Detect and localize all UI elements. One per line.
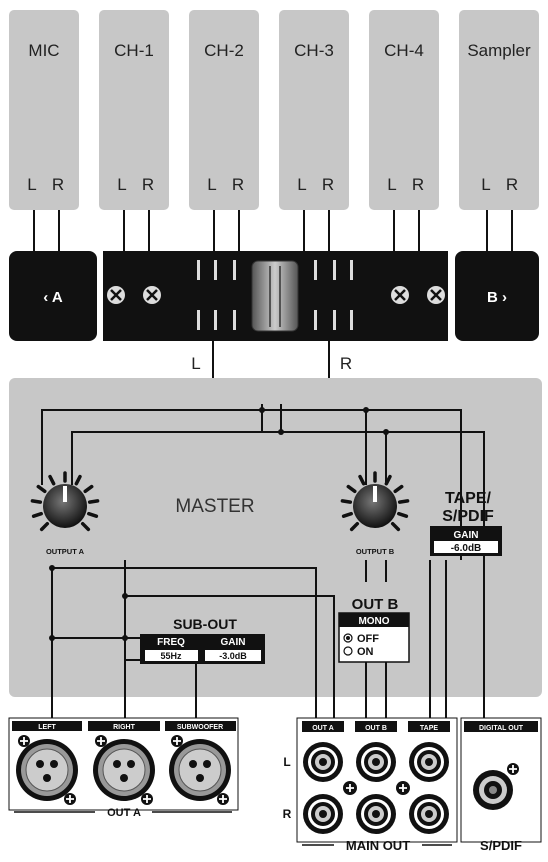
screw-icon: [507, 763, 519, 775]
source-label-mic: MIC: [28, 41, 59, 60]
output-a-label: OUTPUT A: [46, 547, 85, 556]
fader-scale-marks: [197, 260, 353, 330]
source-label-sampler: Sampler: [467, 41, 531, 60]
rca-out-b-r-jack[interactable]: [356, 794, 396, 834]
screw-icon: [343, 781, 357, 795]
screw-icon: [18, 735, 30, 747]
sub-out-title: SUB-OUT: [173, 616, 237, 632]
spdif-jack[interactable]: [473, 770, 513, 810]
source-right-label: R: [142, 175, 154, 194]
main-out-label: MAIN OUT: [346, 838, 410, 853]
source-lines: [33, 210, 513, 251]
source-right-label: R: [52, 175, 64, 194]
source-left-label: L: [297, 175, 306, 194]
crossfader-knob[interactable]: [251, 260, 299, 332]
rca-out-b-l-jack[interactable]: [356, 742, 396, 782]
output-b-knob[interactable]: [340, 471, 410, 532]
xlr-left-jack[interactable]: [16, 739, 78, 801]
source-box-ch1: CH-1 L R: [99, 10, 169, 210]
tape-gain-display: GAIN -6.0dB: [430, 526, 502, 556]
out-b-title: OUT B: [352, 596, 399, 613]
sub-freq-label: FREQ: [157, 637, 185, 648]
row-r-label: R: [283, 807, 292, 821]
source-box-ch2: CH-2 L R: [189, 10, 259, 210]
output-b-label: OUTPUT B: [356, 547, 395, 556]
source-label-ch2: CH-2: [204, 41, 244, 60]
xlr-subwoofer-label: SUBWOOFER: [177, 724, 223, 731]
screw-icon: [217, 793, 229, 805]
out-a-group-label: OUT A: [107, 807, 141, 819]
screw-icon: [64, 793, 76, 805]
main-out-panel: OUT A OUT B TAPE L R MAIN OUT: [283, 717, 458, 853]
mono-switch[interactable]: MONO OFF ON: [338, 612, 410, 663]
screw-icon: [141, 793, 153, 805]
source-label-ch1: CH-1: [114, 41, 154, 60]
rca-tape-label: TAPE: [420, 725, 438, 732]
xlr-right-jack[interactable]: [93, 739, 155, 801]
rca-out-b-label: OUT B: [365, 725, 387, 732]
screw-icon: [427, 286, 445, 304]
master-routing-lines: [41, 404, 485, 730]
sub-gain-value: -3.0dB: [219, 651, 247, 661]
source-left-label: L: [207, 175, 216, 194]
tape-spdif-title-line1: TAPE/: [445, 490, 491, 507]
crossfader-b-label: B ›: [487, 289, 507, 306]
mono-on-radio[interactable]: [343, 646, 353, 656]
rca-out-a-label: OUT A: [312, 725, 334, 732]
source-box-sampler: Sampler L R: [459, 10, 539, 210]
source-right-label: R: [232, 175, 244, 194]
screw-icon: [171, 735, 183, 747]
output-a-knob[interactable]: [30, 471, 100, 532]
rca-tape-r-jack[interactable]: [409, 794, 449, 834]
mono-off-label: OFF: [357, 633, 379, 645]
tape-gain-value: -6.0dB: [451, 543, 482, 554]
screw-icon: [391, 286, 409, 304]
source-left-label: L: [117, 175, 126, 194]
crossfader-section: ‹ A B ›: [9, 251, 539, 341]
source-label-ch4: CH-4: [384, 41, 424, 60]
source-right-label: R: [506, 175, 518, 194]
digital-out-panel: DIGITAL OUT S/PDIF: [460, 717, 542, 853]
sub-out-display: FREQ GAIN 55Hz -3.0dB: [140, 634, 265, 664]
rca-out-a-l-jack[interactable]: [303, 742, 343, 782]
xlr-panel: LEFT RIGHT SUBWOOFER OUT A: [8, 717, 239, 819]
source-box-ch3: CH-3 L R: [279, 10, 349, 210]
crossfader-a-label: ‹ A: [43, 289, 63, 306]
source-right-label: R: [322, 175, 334, 194]
sub-freq-value: 55Hz: [160, 651, 182, 661]
master-input-right-label: R: [340, 354, 352, 373]
xlr-left-label: LEFT: [38, 724, 56, 731]
mono-off-radio[interactable]: [343, 633, 353, 643]
rca-out-a-r-jack[interactable]: [303, 794, 343, 834]
screw-icon: [143, 286, 161, 304]
xlr-right-label: RIGHT: [113, 724, 136, 731]
tape-spdif-title-line2: S/PDIF: [442, 508, 494, 525]
source-left-label: L: [481, 175, 490, 194]
mono-label: MONO: [358, 616, 389, 627]
row-l-label: L: [283, 755, 290, 769]
source-left-label: L: [27, 175, 36, 194]
digital-out-label: DIGITAL OUT: [479, 725, 524, 732]
sub-gain-label: GAIN: [221, 637, 246, 648]
screw-icon: [107, 286, 125, 304]
source-left-label: L: [387, 175, 396, 194]
screw-icon: [396, 781, 410, 795]
source-channels: MIC L R CH-1 L R CH-2 L R CH-3 L R CH-4 …: [9, 10, 539, 210]
mono-on-label: ON: [357, 646, 374, 658]
source-right-label: R: [412, 175, 424, 194]
source-label-ch3: CH-3: [294, 41, 334, 60]
rca-tape-l-jack[interactable]: [409, 742, 449, 782]
source-box-ch4: CH-4 L R: [369, 10, 439, 210]
master-input-left-label: L: [191, 354, 200, 373]
xlr-subwoofer-jack[interactable]: [169, 739, 231, 801]
source-box-mic: MIC L R: [9, 10, 79, 210]
screw-icon: [95, 735, 107, 747]
master-title: MASTER: [175, 496, 254, 517]
tape-gain-label: GAIN: [454, 530, 479, 541]
spdif-label: S/PDIF: [480, 838, 522, 853]
